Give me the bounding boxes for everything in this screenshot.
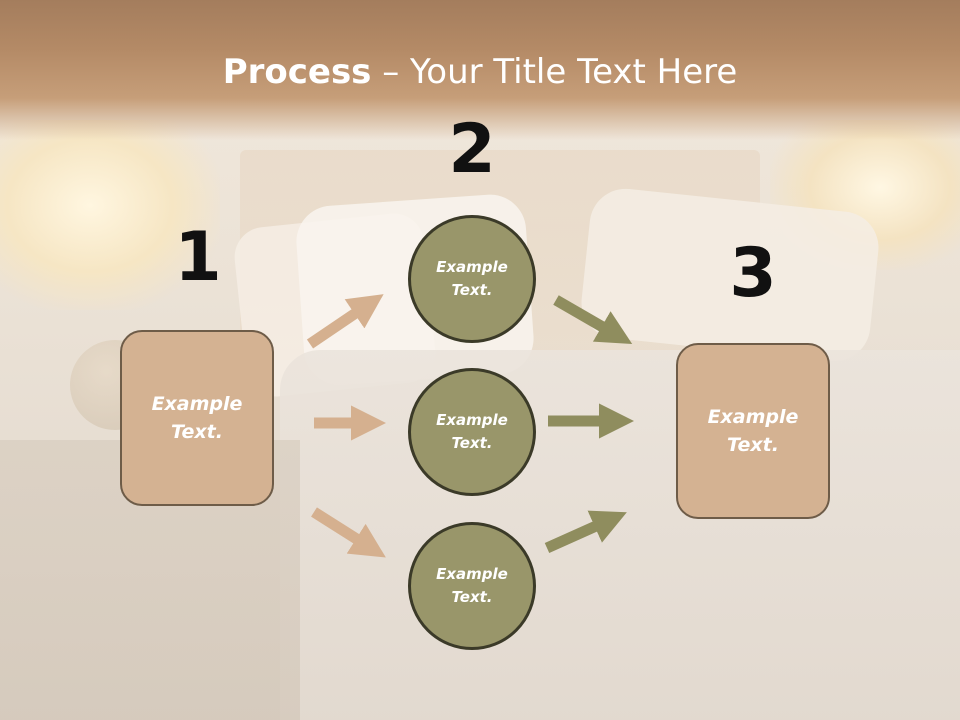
step3-box: Example Text. (676, 343, 830, 519)
step2-circle-top: Example Text. (408, 215, 536, 343)
title-band (0, 0, 960, 140)
arrow-to-step3-top (553, 295, 633, 345)
step-number-1: 1 (174, 218, 222, 297)
title-rest: – Your Title Text Here (371, 52, 738, 92)
step-number-2: 2 (448, 110, 496, 189)
step-number-3: 3 (729, 234, 777, 313)
step2-circle-bottom: Example Text. (408, 522, 536, 650)
arrow-to-step2-bottom (311, 507, 386, 558)
step2-circle-middle: Example Text. (408, 368, 536, 496)
slide-title: Process – Your Title Text Here (0, 52, 960, 92)
background-lamp-left (0, 120, 220, 310)
arrow-to-step3-bottom (544, 510, 627, 554)
title-bold: Process (222, 52, 372, 92)
step1-box: Example Text. (120, 330, 274, 506)
arrow-to-step2-top (306, 294, 384, 349)
